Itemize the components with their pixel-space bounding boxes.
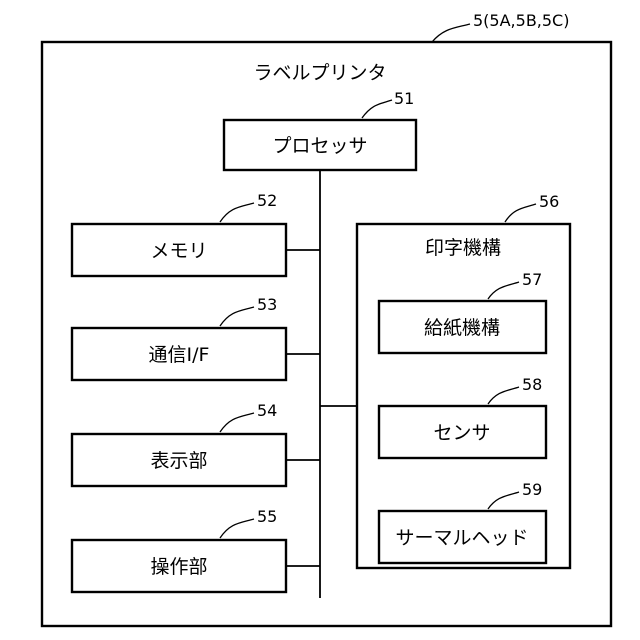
memory-label: メモリ (150, 240, 207, 262)
print-mechanism-label: 印字機構 (425, 237, 501, 259)
processor-ref: 51 (394, 89, 414, 108)
memory-ref: 52 (257, 191, 277, 210)
device-ref: 5(5A,5B,5C) (473, 11, 569, 30)
sensor-label: センサ (433, 422, 490, 444)
device-ref-leader (432, 24, 470, 42)
display-unit-label: 表示部 (150, 450, 207, 472)
paper-feed-ref: 57 (522, 270, 542, 289)
processor-label: プロセッサ (272, 135, 367, 157)
sensor-ref: 58 (522, 375, 542, 394)
comm-if-label: 通信I/F (149, 344, 210, 366)
thermal-head-label: サーマルヘッド (395, 527, 528, 549)
paper-feed-label: 給紙機構 (424, 317, 500, 339)
operation-unit-ref: 55 (257, 507, 277, 526)
device-title: ラベルプリンタ (253, 62, 386, 84)
thermal-head-ref: 59 (522, 480, 542, 499)
operation-unit-label: 操作部 (150, 556, 207, 578)
print-mechanism-ref: 56 (539, 192, 559, 211)
display-unit-ref: 54 (257, 401, 277, 420)
comm-if-ref: 53 (257, 295, 277, 314)
